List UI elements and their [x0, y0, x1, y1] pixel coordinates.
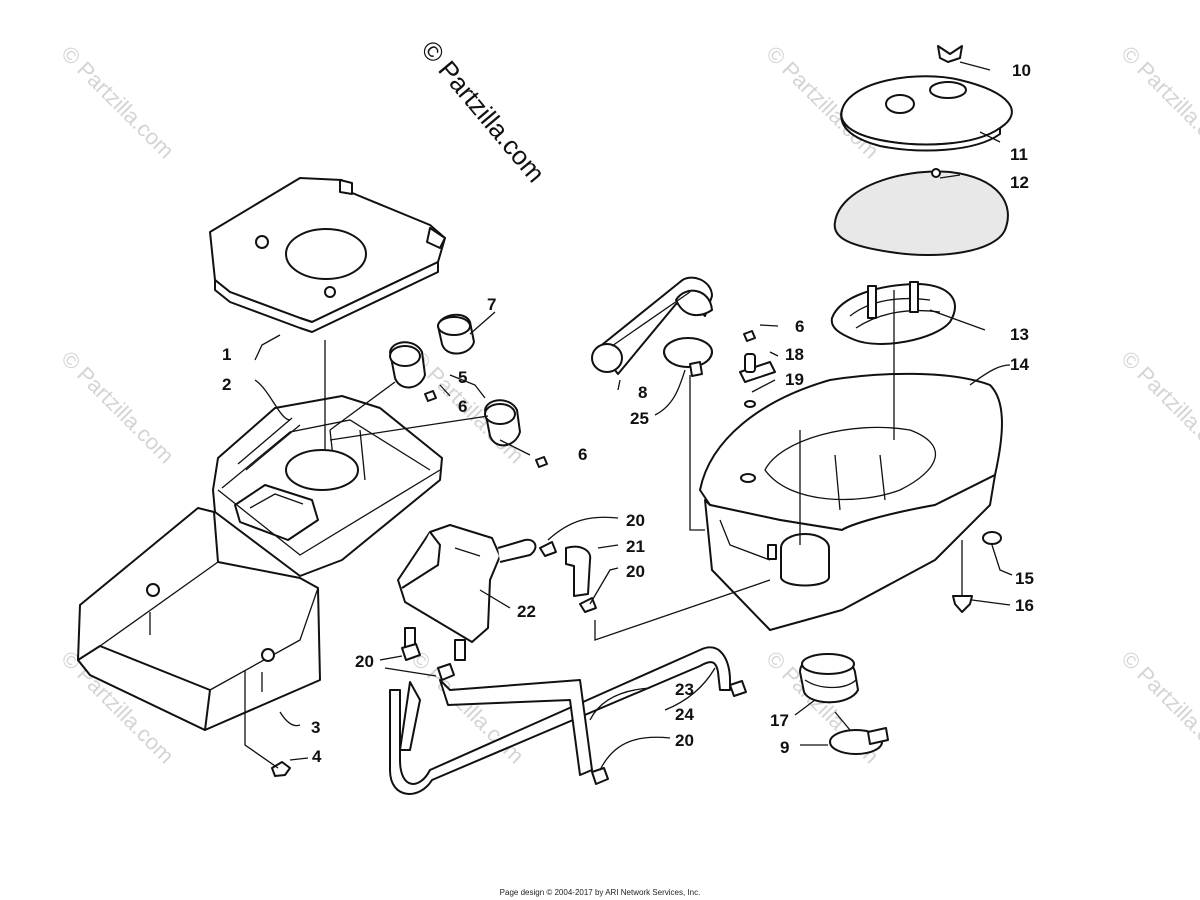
callout-14: 14	[1010, 355, 1029, 374]
callout-4: 4	[312, 747, 322, 766]
part-23-24-hoses	[389, 646, 731, 795]
watermark-faint: © Partzilla.com	[56, 346, 179, 469]
part-5-clamps	[389, 341, 521, 447]
callout-12: 12	[1010, 173, 1029, 192]
part-19-grommet	[744, 400, 756, 408]
callout-23: 23	[675, 680, 694, 699]
callout-25: 25	[630, 409, 649, 428]
callout-7: 7	[487, 295, 496, 314]
part-11-filter-cover	[840, 75, 1013, 152]
callout-1: 1	[222, 345, 231, 364]
callout-22: 22	[517, 602, 536, 621]
part-17-boot	[799, 653, 859, 704]
part-21-elbow	[565, 545, 592, 597]
callout-19: 19	[785, 370, 804, 389]
part-9-clamp	[829, 727, 889, 755]
part-3-shield	[77, 507, 321, 731]
callout-9: 9	[780, 738, 789, 757]
part-14-airbox-housing	[699, 372, 1003, 631]
callout-17: 17	[770, 711, 789, 730]
part-15-grommet	[982, 531, 1002, 545]
part-8-intake-duct	[591, 276, 713, 375]
watermark-faint: © Partzilla.com	[56, 41, 179, 164]
watermark-faint: © Partzilla.com	[1116, 41, 1200, 164]
callout-5: 5	[458, 368, 467, 387]
part-16-push-pin	[952, 595, 973, 613]
callout-24: 24	[675, 705, 694, 724]
part-1-airbox-cover	[209, 177, 446, 333]
callout-3: 3	[311, 718, 320, 737]
part-10-wing-nut	[937, 45, 963, 63]
part-6-screws	[424, 330, 756, 468]
part-25-clamp	[663, 337, 713, 377]
leader-lines	[254, 61, 1013, 771]
watermark-faint: © Partzilla.com	[1116, 646, 1200, 769]
callout-20: 20	[626, 562, 645, 581]
callout-10: 10	[1012, 61, 1031, 80]
callout-15: 15	[1015, 569, 1034, 588]
part-2-airbox-base	[212, 395, 443, 577]
callout-13: 13	[1010, 325, 1029, 344]
part-12-foam-filter	[833, 168, 1009, 257]
callout-6: 6	[458, 397, 467, 416]
callout-20: 20	[675, 731, 694, 750]
part-4-screw	[244, 670, 291, 777]
callout-8: 8	[638, 383, 647, 402]
callout-2: 2	[222, 375, 231, 394]
watermark-faint: © Partzilla.com	[1116, 346, 1200, 469]
watermark-main: © Partzilla.com	[415, 35, 551, 188]
part-20-clamps	[401, 541, 747, 785]
callout-18: 18	[785, 345, 804, 364]
callout-21: 21	[626, 537, 645, 556]
callout-6: 6	[795, 317, 804, 336]
callout-6: 6	[578, 445, 587, 464]
callout-11: 11	[1010, 145, 1028, 164]
callout-labels: 1 2 3 4 5 6 6 6 7 8 9 10 11 12 13 14 15 …	[222, 61, 1034, 766]
part-22-reservoir	[397, 524, 537, 661]
watermark-faint: © Partzilla.com	[406, 646, 529, 769]
page-footer: Page design © 2004-2017 by ARI Network S…	[499, 888, 701, 897]
part-7-coupler	[437, 313, 475, 355]
part-18-fitting	[739, 353, 776, 383]
callout-20: 20	[355, 652, 374, 671]
callout-20: 20	[626, 511, 645, 530]
callout-16: 16	[1015, 596, 1034, 615]
